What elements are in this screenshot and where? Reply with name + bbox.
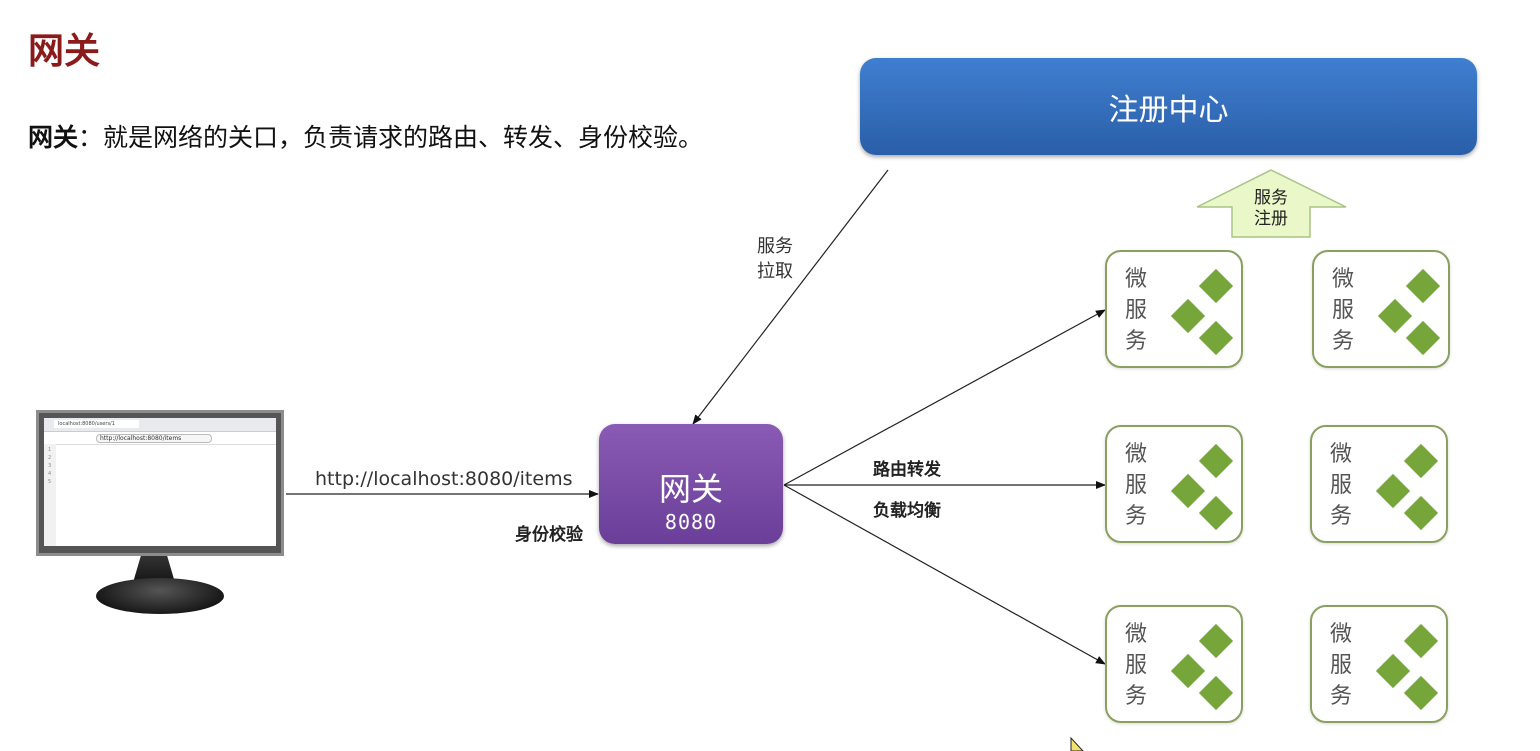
client-monitor-icon: localhost:8080/users/1 http://localhost:… — [36, 410, 284, 556]
service-pull-label: 服务 拉取 — [755, 234, 795, 284]
microservice-label: 微服务 — [1125, 267, 1148, 354]
routing-label: 路由转发 — [873, 460, 941, 480]
registry-label: 注册中心 — [1108, 92, 1229, 128]
diamond-icon — [1404, 676, 1438, 710]
browser-address-bar: http://localhost:8080/items — [44, 432, 276, 445]
service-pull-line-2: 拉取 — [757, 261, 793, 282]
load-balance-label: 负载均衡 — [873, 501, 941, 521]
microservice-label: 微服务 — [1125, 622, 1148, 709]
diamond-icon — [1376, 654, 1410, 688]
browser-screenshot: localhost:8080/users/1 http://localhost:… — [44, 418, 276, 546]
browser-address-text: http://localhost:8080/items — [96, 434, 213, 443]
registry-center-box: 注册中心 — [860, 58, 1477, 155]
microservice-box: 微服务 — [1310, 425, 1448, 543]
microservice-label: 微服务 — [1125, 442, 1148, 529]
microservice-box: 微服务 — [1105, 425, 1243, 543]
diamond-icon — [1376, 474, 1410, 508]
diamond-icon — [1404, 624, 1438, 658]
line-number: 1 — [48, 447, 52, 453]
diamond-icon — [1171, 474, 1205, 508]
gateway-name: 网关 — [658, 470, 723, 508]
service-register-label: 服务 注册 — [1232, 188, 1310, 230]
microservice-box: 微服务 — [1310, 605, 1448, 723]
line-number: 5 — [48, 479, 52, 485]
subtitle: 网关：就是网络的关口，负责请求的路由、转发、身份校验。 — [28, 118, 703, 154]
diamond-icon — [1378, 299, 1412, 333]
diamond-icon — [1199, 624, 1233, 658]
microservice-label: 微服务 — [1330, 622, 1353, 709]
diamond-icon — [1199, 496, 1233, 530]
diamond-icon — [1404, 444, 1438, 478]
microservice-label: 微服务 — [1332, 267, 1355, 354]
browser-tab-title: localhost:8080/users/1 — [54, 420, 139, 428]
slide-title: 网关 — [28, 31, 101, 72]
line-number: 3 — [48, 463, 52, 469]
diamond-icon — [1406, 321, 1440, 355]
microservice-box: 微服务 — [1312, 250, 1450, 368]
client-url-label: http://localhost:8080/items — [315, 468, 573, 490]
diamond-icon — [1199, 321, 1233, 355]
diamond-icon — [1171, 299, 1205, 333]
diamond-icon — [1406, 269, 1440, 303]
service-pull-arrow — [692, 169, 889, 425]
monitor-base-icon — [96, 578, 224, 614]
mouse-cursor — [1070, 736, 1084, 751]
microservice-box: 微服务 — [1105, 605, 1243, 723]
subtitle-term: 网关 — [28, 123, 79, 152]
browser-tabbar: localhost:8080/users/1 — [44, 418, 276, 432]
gateway-box: 网关 8080 — [599, 424, 783, 544]
route-arrow-bottom — [783, 484, 1106, 665]
microservice-box: 微服务 — [1105, 250, 1243, 368]
diamond-icon — [1199, 676, 1233, 710]
subtitle-text: ：就是网络的关口，负责请求的路由、转发、身份校验。 — [78, 123, 704, 152]
service-register-arrow — [1196, 169, 1347, 238]
diamond-icon — [1199, 269, 1233, 303]
service-register-line-2: 注册 — [1254, 209, 1288, 229]
diamond-icon — [1171, 654, 1205, 688]
microservice-label: 微服务 — [1330, 442, 1353, 529]
service-pull-line-1: 服务 — [757, 236, 793, 257]
auth-label: 身份校验 — [515, 525, 583, 545]
line-number-gutter: 1 2 3 4 5 — [44, 444, 56, 546]
diamond-icon — [1199, 444, 1233, 478]
gateway-port: 8080 — [664, 510, 718, 534]
diamond-icon — [1404, 496, 1438, 530]
service-register-line-1: 服务 — [1254, 188, 1288, 208]
route-arrow-top — [783, 309, 1106, 486]
line-number: 2 — [48, 455, 52, 461]
line-number: 4 — [48, 471, 52, 477]
